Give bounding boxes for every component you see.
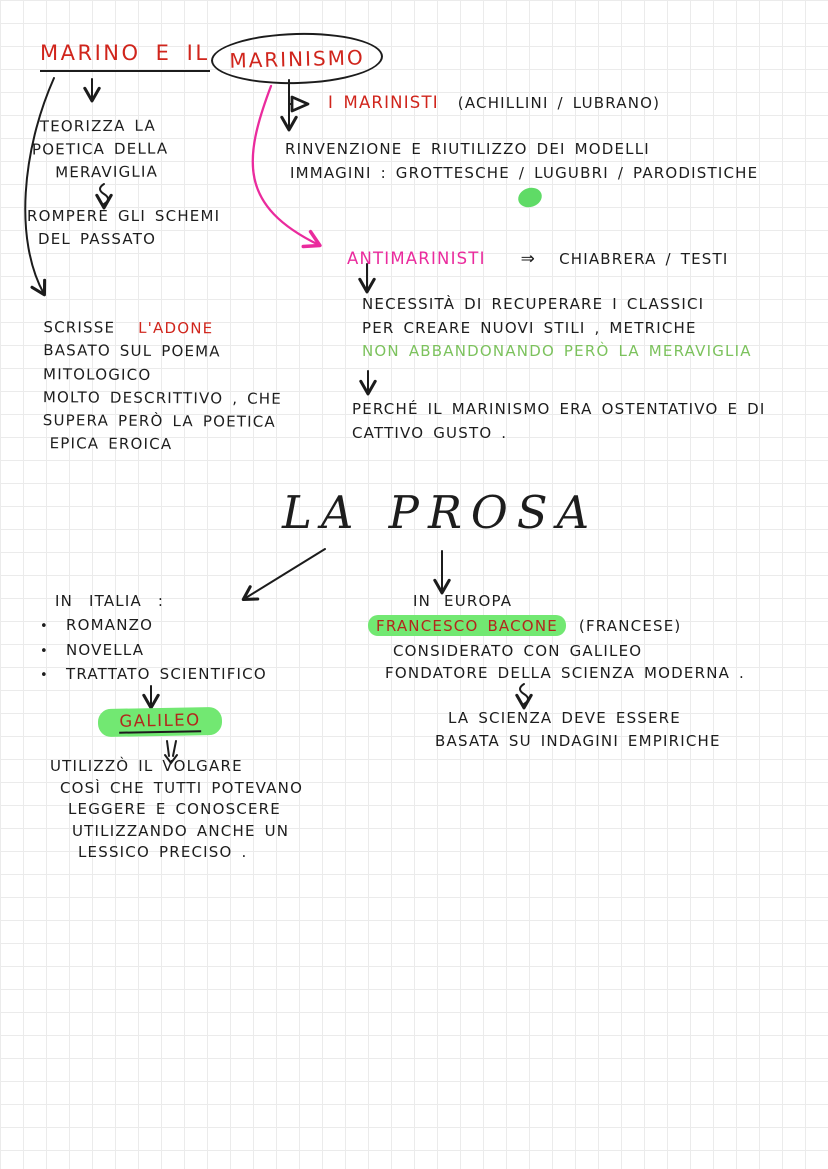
adone-line: EPICA EROICA [49,434,173,454]
adone-line: BASATO SUL POEMA [43,341,221,361]
marinisti-heading: I MARINISTI (ACHILLINI / LUBRANO) [328,91,660,115]
title-circled-text: MARINISMO [229,44,365,73]
necessita-green-line: NON ABBANDONANDO PERÒ LA MERAVIGLIA [362,342,752,360]
poetica-line: MERAVIGLIA [55,162,159,182]
adone-line: SUPERA PERÒ LA POETICA [42,411,276,431]
adone-prefix: SCRISSE [43,318,116,337]
squiggle-arrow-bacone-scienza [515,683,533,710]
arrow-prosa-to-italia [241,548,326,602]
title-ellipse: MARINISMO [210,30,384,87]
antimarinisti-label: ANTIMARINISTI [347,249,486,268]
italia-list: • ROMANZO • NOVELLA • TRATTATO SCIENTIFICO [40,614,267,688]
double-arrow-galileo-left-stroke [166,740,170,757]
bullet-icon: • [40,643,49,659]
volgare-line: LESSICO PRECISO . [78,843,248,862]
galileo-label: GALILEO [119,710,201,734]
list-item: • TRATTATO SCIENTIFICO [40,663,267,688]
bacone-block: CONSIDERATO CON GALILEO FONDATORE DELLA … [385,640,745,684]
marinisti-label: I MARINISTI [328,93,439,112]
list-item: • ROMANZO [40,614,267,639]
scienza-line: LA SCIENZA DEVE ESSERE [448,709,681,727]
antimarinisti-heading: ANTIMARINISTI ⇒ CHIABRERA / TESTI [347,247,729,271]
bacone-line: FONDATORE DELLA SCIENZA MODERNA . [385,664,746,682]
volgare-line: COSÌ CHE TUTTI POTEVANO [60,778,304,797]
europa-heading: IN EUROPA [413,592,513,610]
galileo-highlight: GALILEO [97,706,223,738]
antimarinisti-authors: CHIABRERA / TESTI [559,250,729,268]
bacone-nationality: (FRANCESE) [578,617,682,635]
bullet-icon: • [40,619,49,634]
bacone-line: CONSIDERATO CON GALILEO [393,642,643,660]
volgare-line: UTILIZZANDO ANCHE UN [72,821,290,840]
rompere-line: DEL PASSATO [38,230,157,248]
rompere-block: ROMPERE GLI SCHEMI DEL PASSATO [27,205,220,251]
necessita-block: NECESSITÀ DI RECUPERARE I CLASSICI PER C… [362,293,752,364]
volgare-line: UTILIZZÒ IL VOLGARE [50,757,243,775]
list-item-label: ROMANZO [66,616,154,634]
perche-line: CATTIVO GUSTO . [352,424,508,442]
volgare-block: UTILIZZÒ IL VOLGARE COSÌ CHE TUTTI POTEV… [50,756,303,864]
poetica-line: TEORIZZA LA [39,116,156,136]
page-title: MARINO E IL [40,41,210,72]
list-item: • NOVELLA [40,639,267,664]
volgare-line: LEGGERE E CONOSCERE [68,800,281,819]
rinvenzione-block: RINVENZIONE E RIUTILIZZO DEI MODELLI IMM… [285,137,758,185]
double-arrow-galileo-right-stroke [172,740,177,757]
list-item-label: NOVELLA [66,640,145,659]
arrow-title-to-adone [24,77,55,297]
bacone-label: FRANCESCO BACONE [376,617,558,635]
perche-block: PERCHÉ IL MARINISMO ERA OSTENTATIVO E DI… [352,397,765,445]
rinvenzione-line: IMMAGINI : GROTTESCHE / LUGUBRI / PARODI… [290,164,759,182]
list-item-label: TRATTATO SCIENTIFICO [66,665,267,683]
scienza-block: LA SCIENZA DEVE ESSERE BASATA SU INDAGIN… [435,707,721,753]
implies-arrow-glyph: ⇒ [520,249,537,269]
necessita-line: NECESSITÀ DI RECUPERARE I CLASSICI [362,295,705,313]
rompere-line: ROMPERE GLI SCHEMI [27,207,221,225]
adone-block: SCRISSE L'ADONE BASATO SUL POEMA MITOLOG… [43,316,283,457]
bullet-icon: • [40,668,49,683]
scienza-line: BASATA SU INDAGINI EMPIRICHE [435,732,721,750]
green-highlighter-dot [515,184,545,211]
title-underlined-text: MARINO E IL [40,41,210,72]
rinvenzione-line: RINVENZIONE E RIUTILIZZO DEI MODELLI [285,140,650,158]
italia-heading: IN ITALIA : [55,592,165,610]
bacone-heading: FRANCESCO BACONE (FRANCESE) [368,615,681,638]
perche-line: PERCHÉ IL MARINISMO ERA OSTENTATIVO E DI [352,400,766,418]
marinisti-authors: (ACHILLINI / LUBRANO) [457,94,661,112]
adone-line: MOLTO DESCRITTIVO , CHE [42,388,283,408]
poetica-block: TEORIZZA LA POETICA DELLA MERAVIGLIA [32,115,169,185]
bacone-highlight: FRANCESCO BACONE [368,615,566,636]
prosa-title: LA PROSA [282,486,599,539]
poetica-line: POETICA DELLA [31,139,169,159]
adone-title: L'ADONE [138,318,214,338]
squiggle-arrow-poetica-rompere [95,183,113,210]
adone-line: MITOLOGICO [43,364,152,384]
necessita-line: PER CREARE NUOVI STILI , METRICHE [362,318,697,337]
